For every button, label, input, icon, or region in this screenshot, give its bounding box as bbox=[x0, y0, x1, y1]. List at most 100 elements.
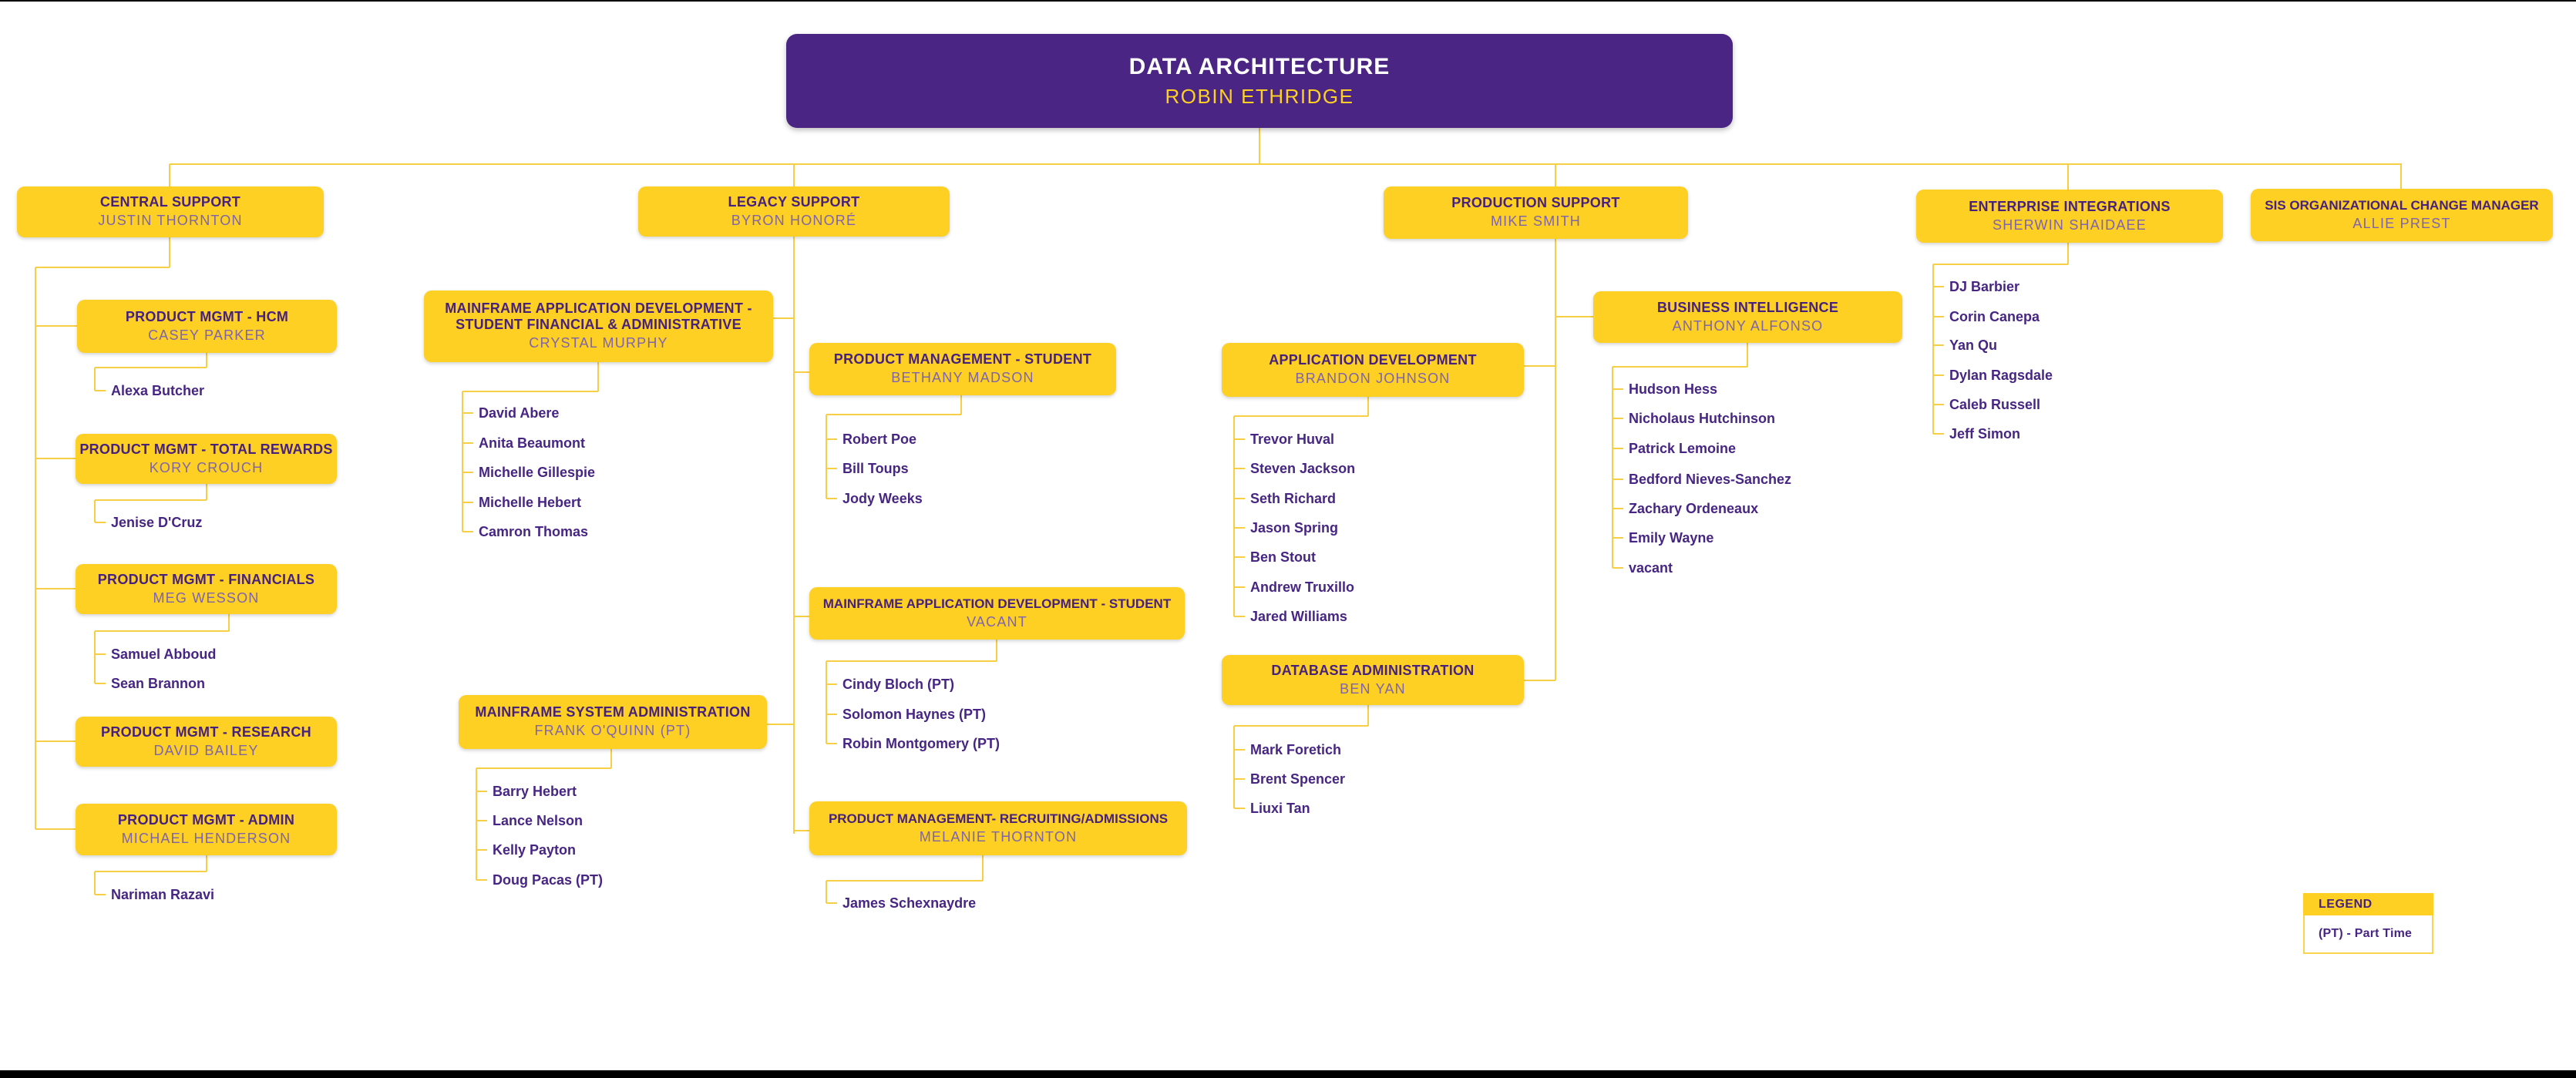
member-name: Bedford Nieves-Sanchez bbox=[1629, 472, 1792, 487]
connector-line bbox=[35, 325, 77, 327]
org-box-units-6: MAINFRAME SYSTEM ADMINISTRATION FRANK O'Q… bbox=[459, 695, 767, 749]
member-name: Ben Stout bbox=[1250, 549, 1316, 565]
connector-line bbox=[1233, 726, 1235, 808]
member-name: Solomon Haynes (PT) bbox=[842, 707, 987, 722]
org-box-groups-2: PRODUCTION SUPPORT MIKE SMITH bbox=[1384, 186, 1688, 239]
org-box-title: PRODUCT MGMT - HCM bbox=[125, 308, 289, 324]
connector-line bbox=[1524, 365, 1555, 367]
connector-line bbox=[1613, 366, 1747, 368]
connector-line bbox=[1613, 508, 1623, 509]
org-box-title: APPLICATION DEVELOPMENT bbox=[1269, 352, 1477, 368]
connector-line bbox=[95, 390, 106, 391]
connector-line bbox=[1613, 479, 1623, 480]
org-box-person: BEN YAN bbox=[1340, 680, 1406, 697]
member-name: Liuxi Tan bbox=[1250, 801, 1310, 816]
connector-line bbox=[35, 267, 36, 829]
org-box-person: KORY CROUCH bbox=[149, 459, 264, 475]
connector-line bbox=[597, 362, 599, 391]
org-box-person: SHERWIN SHAIDAEE bbox=[1993, 217, 2147, 233]
connector-line bbox=[1234, 438, 1245, 440]
org-box-units-8: MAINFRAME APPLICATION DEVELOPMENT - STUD… bbox=[809, 587, 1185, 640]
connector-line bbox=[1613, 567, 1623, 569]
connector-line bbox=[1233, 416, 1235, 616]
member-name: vacant bbox=[1629, 560, 1673, 576]
connector-line bbox=[826, 660, 997, 662]
member-name: Robert Poe bbox=[842, 432, 917, 447]
connector-line bbox=[826, 438, 837, 440]
member-name: Barry Hebert bbox=[493, 784, 577, 799]
org-box-person: FRANK O'QUINN (PT) bbox=[534, 723, 691, 739]
member-name: Nariman Razavi bbox=[111, 887, 215, 902]
member-name: Robin Montgomery (PT) bbox=[842, 736, 1000, 751]
member-name: Jeff Simon bbox=[1949, 426, 2021, 442]
connector-line bbox=[1933, 344, 1944, 346]
member-name: Hudson Hess bbox=[1629, 381, 1718, 397]
connector-line bbox=[94, 500, 96, 522]
connector-line bbox=[1613, 448, 1623, 449]
connector-line bbox=[462, 412, 473, 414]
connector-line bbox=[228, 614, 230, 631]
connector-line bbox=[1234, 586, 1245, 588]
connector-line bbox=[95, 683, 106, 684]
connector-line bbox=[1555, 316, 1593, 317]
org-box-units-9: PRODUCT MANAGEMENT- RECRUITING/ADMISSION… bbox=[809, 801, 1187, 855]
org-box-person: BETHANY MADSON bbox=[891, 370, 1034, 386]
connector-line bbox=[794, 371, 809, 373]
connector-line bbox=[767, 724, 794, 725]
connector-line bbox=[826, 714, 837, 715]
connector-line bbox=[1933, 404, 1944, 405]
connector-line bbox=[1234, 556, 1245, 558]
member-name: Andrew Truxillo bbox=[1250, 579, 1355, 595]
member-name: DJ Barbier bbox=[1949, 279, 2020, 294]
connector-line bbox=[1747, 343, 1748, 367]
member-name: Jared Williams bbox=[1250, 609, 1347, 624]
org-box-person: CASEY PARKER bbox=[148, 327, 266, 343]
member-name: Yan Qu bbox=[1949, 338, 1998, 353]
connector-line bbox=[462, 531, 473, 532]
org-box-person: MIKE SMITH bbox=[1490, 213, 1581, 230]
org-box-units-4: PRODUCT MGMT - ADMIN MICHAEL HENDERSON bbox=[76, 804, 337, 855]
connector-line bbox=[826, 683, 837, 685]
connector-line bbox=[476, 768, 477, 880]
member-name: Zachary Ordeneaux bbox=[1629, 501, 1759, 516]
connector-line bbox=[476, 879, 487, 881]
connector-line bbox=[1933, 316, 1944, 317]
connector-line bbox=[1933, 433, 1944, 435]
org-box-units-12: BUSINESS INTELLIGENCE ANTHONY ALFONSO bbox=[1593, 291, 1902, 343]
org-box-title: MAINFRAME SYSTEM ADMINISTRATION bbox=[475, 704, 751, 720]
connector-line bbox=[826, 743, 837, 744]
org-box-title: PRODUCT MGMT - FINANCIALS bbox=[97, 571, 315, 587]
member-name: Sean Brannon bbox=[111, 676, 206, 691]
connector-line bbox=[1234, 749, 1245, 751]
member-name: Emily Wayne bbox=[1629, 530, 1714, 546]
connector-line bbox=[1555, 164, 1556, 187]
connector-line bbox=[826, 468, 837, 469]
member-name: Seth Richard bbox=[1250, 491, 1337, 506]
org-box-person: JUSTIN THORNTON bbox=[98, 213, 243, 229]
org-box-title: BUSINESS INTELLIGENCE bbox=[1656, 299, 1839, 315]
org-box-title: MAINFRAME APPLICATION DEVELOPMENT - STUD… bbox=[445, 300, 752, 333]
connector-line bbox=[610, 749, 612, 768]
member-name: Jenise D'Cruz bbox=[111, 515, 203, 530]
org-box-title: PRODUCTION SUPPORT bbox=[1451, 195, 1620, 211]
connector-line bbox=[1234, 778, 1245, 780]
connector-line bbox=[95, 871, 207, 872]
connector-line bbox=[95, 894, 106, 895]
org-box-title: PRODUCT MGMT - ADMIN bbox=[117, 811, 295, 828]
org-box-person: ANTHONY ALFONSO bbox=[1672, 317, 1824, 334]
connector-line bbox=[794, 830, 809, 831]
connector-line bbox=[826, 661, 827, 744]
connector-line bbox=[169, 237, 170, 267]
org-box-person: MICHAEL HENDERSON bbox=[121, 830, 291, 846]
org-box-person: ROBIN ETHRIDGE bbox=[1165, 85, 1354, 109]
connector-line bbox=[95, 630, 229, 632]
connector-line bbox=[1367, 397, 1369, 416]
